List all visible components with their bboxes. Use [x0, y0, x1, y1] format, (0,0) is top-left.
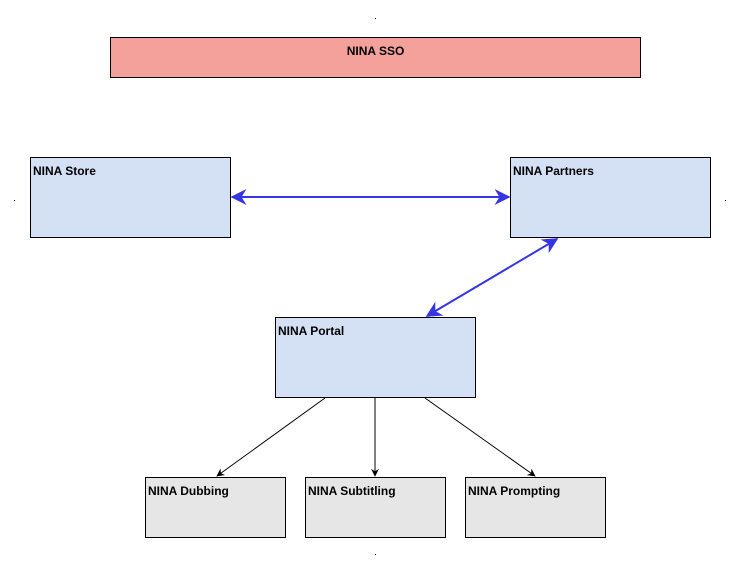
- edge-partners-portal: [425, 238, 559, 317]
- node-nina-portal[interactable]: NINA Portal: [275, 317, 476, 398]
- canvas-bound-marker-right: [725, 200, 726, 201]
- node-label: NINA Subtitling: [308, 484, 396, 498]
- node-label: NINA SSO: [346, 44, 405, 58]
- node-nina-subtitling[interactable]: NINA Subtitling: [305, 477, 446, 538]
- node-nina-prompting[interactable]: NINA Prompting: [465, 477, 606, 538]
- node-label: NINA Portal: [278, 324, 345, 338]
- node-label: NINA Partners: [513, 164, 594, 178]
- node-nina-store[interactable]: NINA Store: [30, 157, 231, 238]
- edge-portal-dubbing: [216, 397, 326, 477]
- canvas-bound-marker-top: [375, 18, 376, 19]
- node-label: NINA Dubbing: [148, 484, 229, 498]
- node-nina-dubbing[interactable]: NINA Dubbing: [145, 477, 286, 538]
- edge-portal-prompting: [424, 397, 536, 477]
- canvas-bound-marker-left: [14, 200, 15, 201]
- node-label: NINA Prompting: [468, 484, 561, 498]
- node-nina-partners[interactable]: NINA Partners: [510, 157, 711, 238]
- node-label: NINA Store: [33, 164, 96, 178]
- canvas-bound-marker-bottom: [375, 554, 376, 555]
- node-nina-sso[interactable]: NINA SSO: [110, 37, 641, 78]
